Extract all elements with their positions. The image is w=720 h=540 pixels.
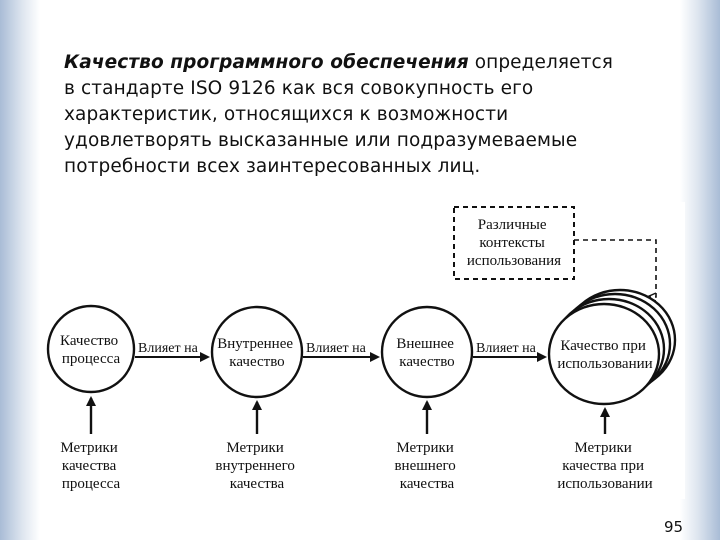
node-quality-in-use-label: Качество при использовании (557, 338, 652, 372)
edge-3-label: Влияет на (476, 341, 537, 356)
metric-4-line-3: использовании (557, 476, 652, 492)
metric-4-line-2: качества при (562, 458, 644, 474)
node-process-quality (46, 304, 136, 394)
intro-line-3: характеристик, относящихся к возможности (64, 104, 509, 125)
metric-2-line-1: Метрики (226, 440, 283, 456)
contexts-line-1: Различные (478, 217, 547, 233)
contexts-arrow (574, 239, 657, 297)
node-1-line-1: Качество (60, 333, 118, 349)
node-quality-in-use-stack (547, 288, 677, 406)
quality-model-diagram: Различные контексты использования Качест… (42, 202, 685, 499)
node-4-line-2: использовании (557, 356, 652, 372)
edge-1-label: Влияет на (138, 341, 199, 356)
defined-term: Качество программного обеспечения (64, 52, 469, 73)
contexts-line-3: использования (467, 253, 561, 269)
intro-paragraph: Качество программного обеспечения опреде… (64, 50, 674, 180)
node-internal-quality (210, 305, 304, 399)
metric-2-line-3: качества (230, 476, 285, 492)
metric-4-line-1: Метрики (574, 440, 631, 456)
node-3-line-2: качество (399, 354, 454, 370)
metric-3-line-3: качества (400, 476, 455, 492)
contexts-label: Различные контексты использования (467, 217, 561, 269)
node-1-line-2: процесса (62, 351, 121, 367)
node-external-quality-label: Внешнее качество (396, 336, 457, 370)
intro-line-4: удовлетворять высказанные или подразумев… (64, 130, 578, 151)
node-external-quality (380, 305, 474, 399)
metric-1-line-3: процесса (62, 476, 121, 492)
node-quality-in-use (547, 302, 661, 406)
node-2-line-2: качество (229, 354, 284, 370)
contexts-box (453, 206, 575, 280)
edge-2-label: Влияет на (306, 341, 367, 356)
intro-line-2: в стандарте ISO 9126 как вся совокупност… (64, 78, 534, 99)
node-internal-quality-label: Внутреннее качество (217, 336, 297, 370)
metric-3-line-1: Метрики (396, 440, 453, 456)
intro-line-1-rest: определяется (468, 52, 614, 73)
metric-1-label: Метрики качества процесса (60, 440, 121, 492)
metric-1-line-1: Метрики (60, 440, 117, 456)
metric-3-label: Метрики внешнего качества (394, 440, 459, 492)
metric-2-line-2: внутреннего (215, 458, 295, 474)
node-2-line-1: Внутреннее (217, 336, 293, 352)
node-4-line-1: Качество при (560, 338, 645, 354)
metric-3-line-2: внешнего (394, 458, 455, 474)
node-3-line-1: Внешнее (396, 336, 454, 352)
intro-line-5: потребности всех заинтересованных лиц. (64, 156, 481, 177)
metric-1-line-2: качества (62, 458, 117, 474)
page-number: 95 (664, 518, 684, 536)
metric-2-label: Метрики внутреннего качества (215, 440, 298, 492)
intro-line-1: Качество программного обеспечения опреде… (64, 50, 674, 76)
node-process-quality-label: Качество процесса (60, 333, 122, 367)
contexts-line-2: контексты (479, 235, 544, 251)
metric-4-label: Метрики качества при использовании (557, 440, 652, 492)
quality-model-svg: Различные контексты использования Качест… (46, 206, 677, 492)
